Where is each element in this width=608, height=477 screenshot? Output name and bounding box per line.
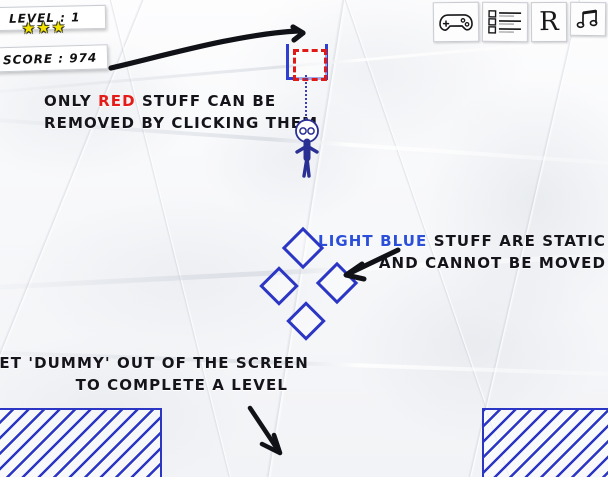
- instruction-red-line1: ONLY RED STUFF CAN BE: [44, 92, 277, 110]
- red-block[interactable]: [293, 49, 327, 81]
- letter-r-icon: R: [539, 6, 559, 38]
- music-note-icon: [576, 9, 598, 29]
- levels-button[interactable]: [481, 1, 529, 43]
- dummy-figure: [288, 118, 326, 180]
- instruction-red-line2: REMOVED BY CLICKING THEM: [44, 114, 319, 132]
- arrow-to-gap: [247, 405, 283, 456]
- arrow-to-diamonds: [343, 247, 401, 282]
- gamepad-icon: [439, 14, 473, 31]
- gamepad-button[interactable]: [432, 1, 480, 43]
- keyword-red: RED: [98, 92, 136, 110]
- instruction-blue-line2: AND CANNOT BE MOVED: [378, 254, 606, 272]
- arrow-to-red-block: [108, 24, 306, 71]
- toolbar: R: [432, 1, 607, 43]
- restart-button[interactable]: R: [530, 1, 568, 43]
- rope: [305, 75, 307, 123]
- instruction-dummy-line2: TO COMPLETE A LEVEL: [75, 376, 288, 394]
- platform-right: [482, 408, 608, 477]
- instruction-dummy-line1: GET 'DUMMY' OUT OF THE SCREEN: [0, 354, 309, 372]
- platform-left: [0, 408, 162, 477]
- star-rating: [22, 34, 52, 35]
- instruction-dummy: GET 'DUMMY' OUT OF THE SCREEN TO COMPLET…: [0, 352, 309, 396]
- keyword-light-blue: LIGHT BLUE: [318, 232, 428, 250]
- instruction-blue-line1: LIGHT BLUE STUFF ARE STATIC: [318, 232, 606, 250]
- dummy-icon: [295, 119, 319, 178]
- instruction-red: ONLY RED STUFF CAN BE REMOVED BY CLICKIN…: [44, 90, 318, 134]
- list-icon: [488, 10, 522, 34]
- instruction-blue: LIGHT BLUE STUFF ARE STATIC AND CANNOT B…: [318, 230, 606, 274]
- music-button[interactable]: [569, 1, 607, 37]
- score-label: SCORE : 974: [2, 50, 98, 67]
- score-indicator: SCORE : 974: [0, 44, 109, 73]
